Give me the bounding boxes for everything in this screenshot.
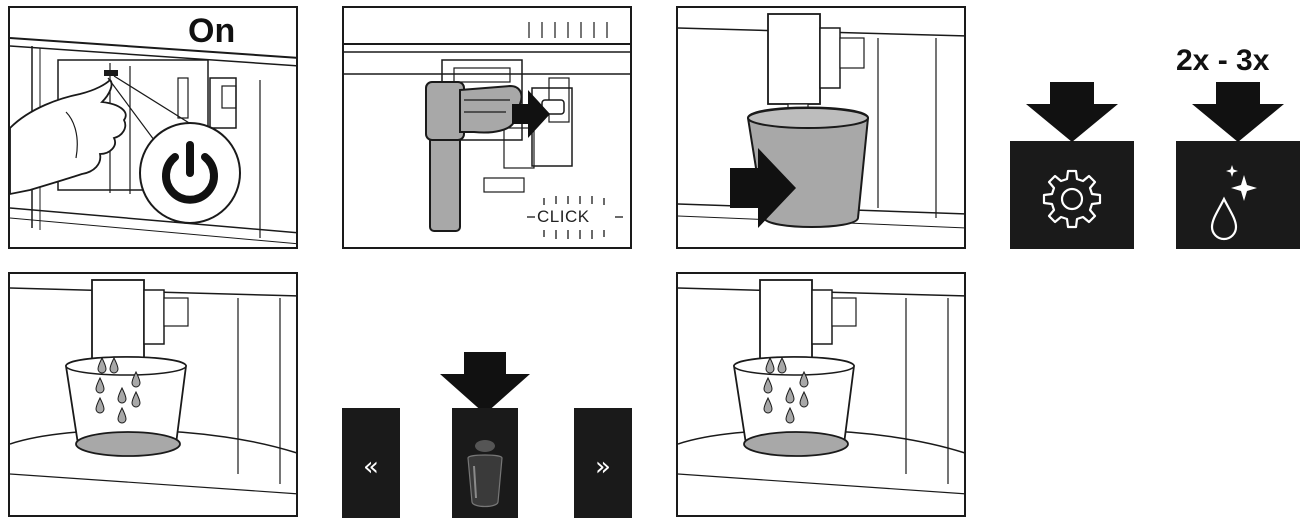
step-attach-nozzle-panel: CLICK	[342, 6, 632, 249]
container-drawing	[678, 13, 964, 229]
machine-front-drawing	[10, 37, 296, 245]
water-drop-sparkle-icon	[1210, 165, 1257, 241]
dispensing-drawing	[10, 279, 296, 495]
dispensing-drawing	[678, 279, 964, 495]
power-icon	[162, 141, 218, 204]
step-place-container-panel	[676, 6, 966, 249]
selected-item-tile[interactable]	[452, 408, 518, 518]
settings-tile[interactable]	[1010, 141, 1134, 249]
glass-icon	[467, 440, 503, 508]
repeat-count-label: 2x - 3x	[1176, 44, 1270, 77]
down-arrow-icon	[1026, 82, 1118, 142]
down-arrow-icon	[1192, 82, 1284, 142]
gear-icon	[1042, 169, 1102, 229]
step-power-on-panel: On	[8, 6, 298, 249]
prev-button[interactable]: «	[342, 408, 400, 518]
prev-icon: «	[363, 452, 379, 482]
step-dispense-repeat-panel	[676, 272, 966, 517]
down-arrow-icon	[440, 352, 530, 414]
power-on-label: On	[188, 12, 236, 50]
rinse-tile[interactable]	[1176, 141, 1300, 249]
nozzle-attach-drawing	[344, 22, 630, 239]
click-label: CLICK	[537, 207, 590, 226]
next-icon: »	[595, 452, 611, 482]
next-button[interactable]: »	[574, 408, 632, 518]
step-dispense-panel	[8, 272, 298, 517]
